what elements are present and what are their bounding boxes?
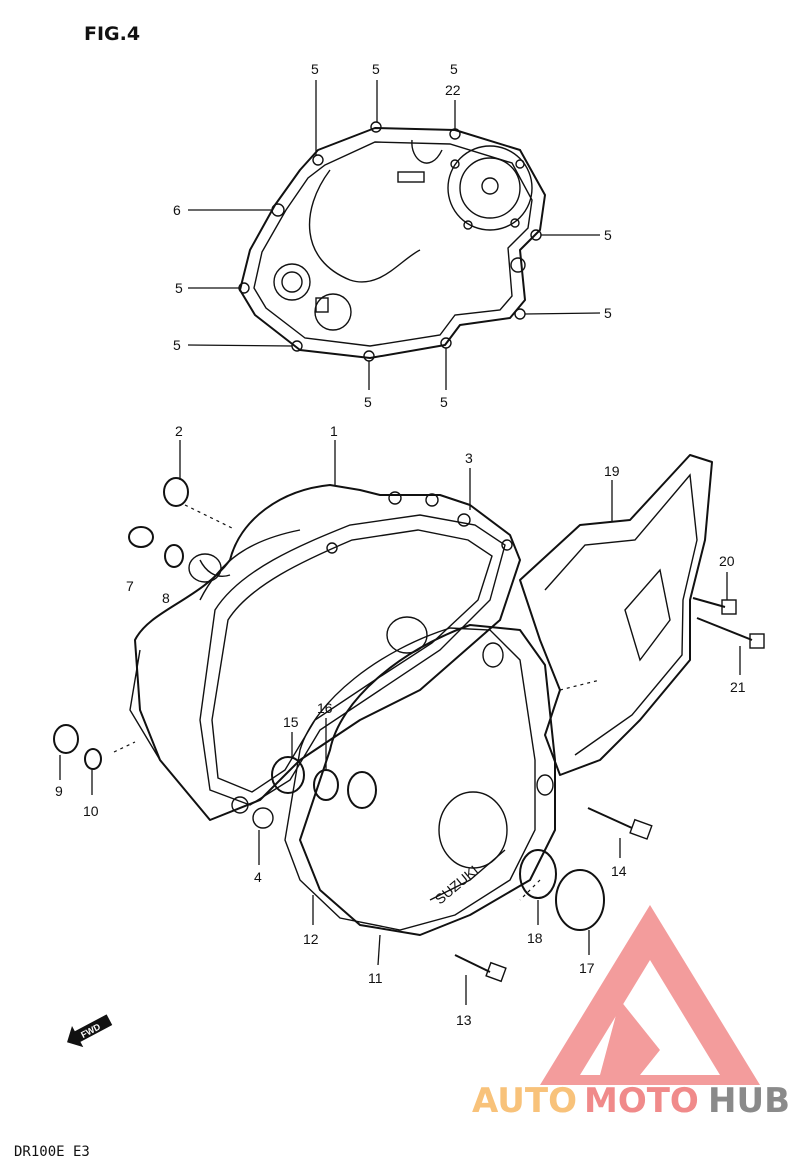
- sprocket-cover: [519, 454, 713, 776]
- lower-leaders: [59, 440, 741, 1005]
- callout-9: 9: [55, 783, 63, 799]
- callout-7: 7: [126, 578, 134, 594]
- watermark-auto: AUTO: [472, 1081, 577, 1121]
- callout-5-a: 5: [311, 61, 319, 77]
- alignment-lines: [113, 504, 601, 901]
- callout-1: 1: [330, 423, 338, 439]
- callout-15: 15: [283, 714, 299, 730]
- brand-emboss: SUZUKI: [432, 862, 482, 907]
- callout-21: 21: [730, 679, 746, 695]
- watermark-text: AUTO MOTO HUB: [472, 1081, 790, 1121]
- callout-14: 14: [611, 863, 627, 879]
- callout-5-g: 5: [173, 337, 181, 353]
- small-parts: [53, 477, 765, 983]
- callout-17: 17: [579, 960, 595, 976]
- watermark-logo: [540, 905, 760, 1085]
- magneto-cover: SUZUKI: [284, 624, 556, 936]
- callout-2: 2: [175, 423, 183, 439]
- callout-20: 20: [719, 553, 735, 569]
- callout-11: 11: [368, 970, 383, 986]
- callout-6: 6: [173, 202, 181, 218]
- callout-5-e: 5: [175, 280, 183, 296]
- callout-5-c: 5: [450, 61, 458, 77]
- callout-5-d: 5: [604, 227, 612, 243]
- upper-leaders: [187, 80, 601, 390]
- callout-5-i: 5: [440, 394, 448, 410]
- figure-title: FIG.4: [84, 23, 140, 45]
- callout-12: 12: [303, 931, 319, 947]
- crankcase-cover: [129, 484, 521, 829]
- callout-19: 19: [604, 463, 620, 479]
- callout-5-h: 5: [364, 394, 372, 410]
- forward-arrow: FWD: [67, 1014, 113, 1048]
- callout-3: 3: [465, 450, 473, 466]
- crankcase-gasket: [199, 514, 506, 806]
- clutch-cover-gasket: [238, 121, 546, 362]
- callout-16: 16: [317, 700, 333, 716]
- callout-8: 8: [162, 590, 170, 606]
- watermark-moto: MOTO: [584, 1081, 699, 1121]
- callout-labels: 5 5 5 22 6 5 5 5 5 5 5 1 2 3 19 20 21 7 …: [55, 61, 746, 1028]
- callout-13: 13: [456, 1012, 472, 1028]
- callout-5-b: 5: [372, 61, 380, 77]
- watermark-hub: HUB: [708, 1081, 790, 1121]
- callout-18: 18: [527, 930, 543, 946]
- callout-4: 4: [254, 869, 262, 885]
- callout-10: 10: [83, 803, 99, 819]
- callout-5-f: 5: [604, 305, 612, 321]
- model-label: DR100E E3: [14, 1144, 90, 1160]
- callout-22: 22: [445, 82, 461, 98]
